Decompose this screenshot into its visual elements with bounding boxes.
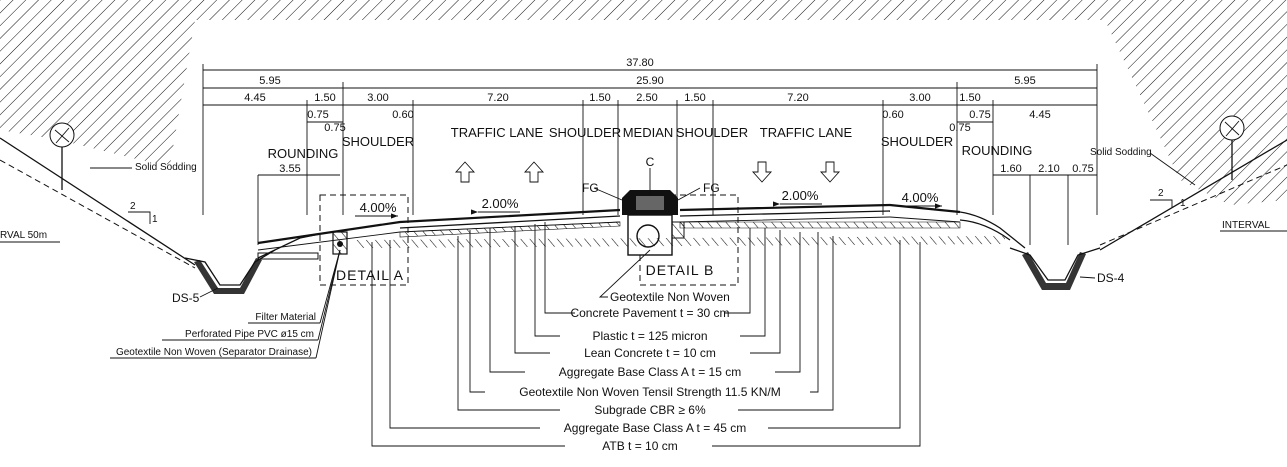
drain-leaders bbox=[110, 249, 341, 359]
slope-left-shoulder: 4.00% bbox=[360, 200, 397, 215]
layer-aggregate-15: Aggregate Base Class A t = 15 cm bbox=[559, 365, 741, 379]
side-slope-left-b: 1 bbox=[152, 214, 158, 225]
drain-label-filter: Filter Material bbox=[255, 312, 316, 323]
dim-seg-10: 1.50 bbox=[959, 92, 980, 104]
dim-seg-8: 7.20 bbox=[787, 92, 808, 104]
fg-right-label: FG bbox=[703, 181, 720, 195]
dim-seg-9: 3.00 bbox=[909, 92, 930, 104]
fg-left-label: FG bbox=[582, 181, 599, 195]
edge-label-right: INTERVAL bbox=[1222, 220, 1270, 231]
dim-right-075a: 0.75 bbox=[969, 109, 990, 121]
dim-right-060: 0.60 bbox=[882, 109, 903, 121]
dim-left-zone: 5.95 bbox=[259, 75, 280, 87]
up-arrow-icon bbox=[454, 161, 476, 183]
label-shoulder-right: SHOULDER bbox=[881, 134, 953, 149]
label-traffic-lane-left: TRAFFIC LANE bbox=[451, 125, 544, 140]
dim-left-355: 3.55 bbox=[279, 163, 300, 175]
label-shoulder-left: SHOULDER bbox=[342, 134, 414, 149]
subgrade-hatch bbox=[355, 236, 1005, 248]
drain-label-pipe: Perforated Pipe PVC ø15 cm bbox=[185, 329, 314, 340]
detail-a-label: DETAIL A bbox=[336, 267, 404, 283]
layer-plastic: Plastic t = 125 micron bbox=[592, 329, 707, 343]
layer-subgrade: Subgrade CBR ≥ 6% bbox=[594, 403, 706, 417]
terrain-hatch bbox=[0, 0, 1287, 205]
ds-right-label: DS-4 bbox=[1097, 271, 1125, 285]
ground-profile bbox=[0, 137, 1287, 269]
edge-label-left: RVAL 50m bbox=[0, 230, 47, 241]
detail-b-label: DETAIL B bbox=[646, 262, 715, 278]
layer-atb: ATB t = 10 cm bbox=[602, 439, 677, 453]
label-rounding-right: ROUNDING bbox=[962, 143, 1033, 158]
label-shoulder-mid-right: SHOULDER bbox=[676, 125, 748, 140]
layer-leaders bbox=[371, 222, 921, 447]
dim-right-075b: 0.75 bbox=[949, 122, 970, 134]
layer-geotextile: Geotextile Non Woven bbox=[610, 290, 730, 304]
dim-right-160: 1.60 bbox=[1000, 163, 1021, 175]
dim-seg-7: 1.50 bbox=[684, 92, 705, 104]
slope-left-lane: 2.00% bbox=[482, 196, 519, 211]
dim-right-zone: 5.95 bbox=[1014, 75, 1035, 87]
dim-total: 37.80 bbox=[626, 57, 654, 69]
dim-seg-1: 4.45 bbox=[244, 92, 265, 104]
ds-left-label: DS-5 bbox=[172, 291, 200, 305]
dim-seg-6: 2.50 bbox=[636, 92, 657, 104]
tree-right-icon bbox=[1219, 115, 1245, 180]
dim-left-075a: 0.75 bbox=[307, 109, 328, 121]
label-median: MEDIAN bbox=[623, 125, 674, 140]
side-slope-left: 2 bbox=[130, 201, 136, 212]
dim-left-060: 0.60 bbox=[392, 109, 413, 121]
subdrain-left bbox=[332, 231, 348, 255]
dim-seg-5: 1.50 bbox=[589, 92, 610, 104]
centerline-mark: C bbox=[646, 155, 655, 169]
label-shoulder-mid-left: SHOULDER bbox=[549, 125, 621, 140]
side-slope-right-b: 1 bbox=[1180, 198, 1186, 209]
layer-lean-concrete: Lean Concrete t = 10 cm bbox=[584, 346, 716, 360]
label-rounding-left: ROUNDING bbox=[268, 146, 339, 161]
slope-right-shoulder: 4.00% bbox=[902, 190, 939, 205]
median-barrier bbox=[593, 168, 701, 256]
dim-seg-3: 3.00 bbox=[367, 92, 388, 104]
sodding-left-label: Solid Sodding bbox=[135, 162, 197, 173]
dim-right-210: 2.10 bbox=[1038, 163, 1059, 175]
tree-left-icon bbox=[49, 122, 75, 190]
layer-geotextile-tensile: Geotextile Non Woven Tensil Strength 11.… bbox=[519, 385, 780, 399]
up-arrow-icon bbox=[523, 161, 545, 183]
slope-right-lane: 2.00% bbox=[782, 188, 819, 203]
down-arrow-icon bbox=[751, 161, 773, 183]
layer-aggregate-45: Aggregate Base Class A t = 45 cm bbox=[564, 421, 746, 435]
label-traffic-lane-right: TRAFFIC LANE bbox=[760, 125, 853, 140]
down-arrow-icon bbox=[819, 161, 841, 183]
dim-right-075c: 0.75 bbox=[1072, 163, 1093, 175]
dim-seg-4: 7.20 bbox=[487, 92, 508, 104]
drain-label-geotextile: Geotextile Non Woven (Separator Drainase… bbox=[116, 347, 312, 358]
dim-carriageway: 25.90 bbox=[636, 75, 664, 87]
sodding-right-label: Solid Sodding bbox=[1090, 147, 1152, 158]
layer-concrete-pavement: Concrete Pavement t = 30 cm bbox=[570, 306, 729, 320]
dim-left-075b: 0.75 bbox=[324, 122, 345, 134]
side-slope-right: 2 bbox=[1158, 188, 1164, 199]
ditch-right bbox=[1009, 247, 1101, 290]
ditch-left bbox=[184, 231, 331, 294]
dim-seg-11: 4.45 bbox=[1029, 109, 1050, 121]
dim-seg-2: 1.50 bbox=[314, 92, 335, 104]
dimension-lines bbox=[202, 64, 1098, 245]
